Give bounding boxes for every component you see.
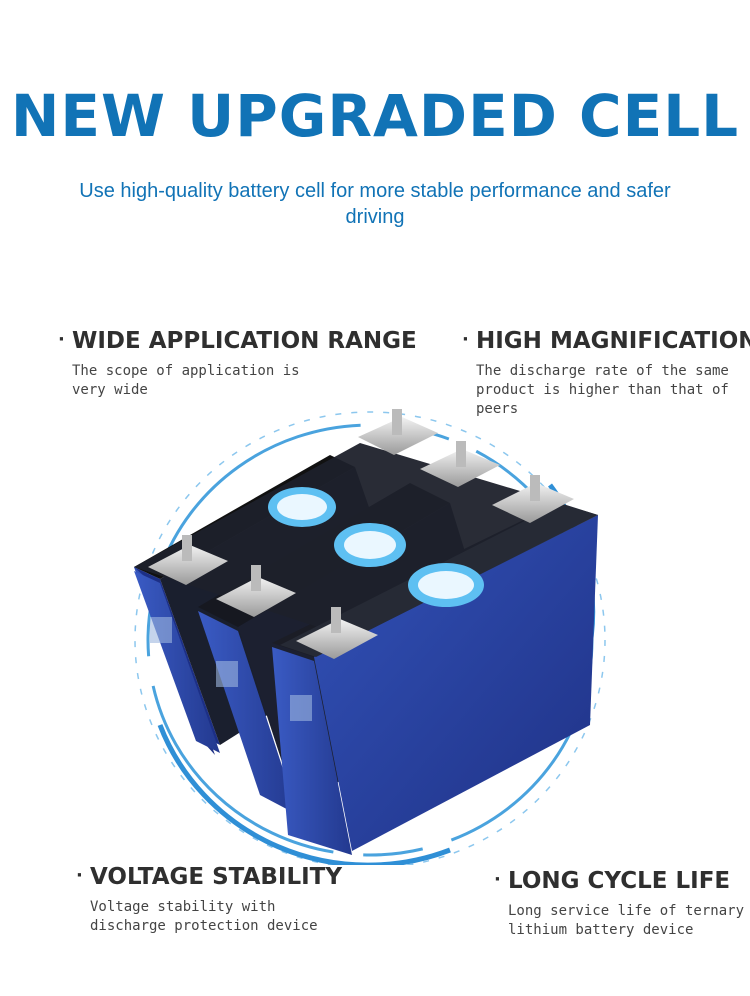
page-subtitle: Use high-quality battery cell for more s… bbox=[79, 180, 671, 228]
feature-description: Long service life of ternary lithium bat… bbox=[508, 903, 745, 938]
cell-label-sticker bbox=[150, 617, 172, 643]
battery-cells-image bbox=[134, 409, 606, 865]
vent bbox=[408, 563, 484, 607]
feature-long-cycle-life: · LONG CYCLE LIFE Long service life of te… bbox=[494, 868, 744, 940]
feature-description: Voltage stability with discharge protect… bbox=[90, 899, 318, 934]
page-title: NEW UPGRADED CELL bbox=[10, 82, 740, 150]
feature-wide-application: · WIDE APPLICATION RANGE The scope of app… bbox=[58, 328, 417, 400]
feature-title: HIGH MAGNIFICATION bbox=[476, 328, 750, 354]
feature-high-magnification: · HIGH MAGNIFICATION The discharge rate o… bbox=[462, 328, 750, 419]
bullet-dot-icon: · bbox=[76, 865, 83, 886]
bullet-dot-icon: · bbox=[494, 869, 501, 890]
terminal bbox=[358, 409, 438, 455]
vent bbox=[268, 487, 336, 527]
terminal bbox=[216, 565, 296, 617]
feature-voltage-stability: · VOLTAGE STABILITY Voltage stability wit… bbox=[76, 864, 342, 936]
cell-label-sticker bbox=[216, 661, 238, 687]
bullet-dot-icon: · bbox=[58, 329, 65, 350]
feature-description: The scope of application is very wide bbox=[72, 363, 300, 398]
feature-title: LONG CYCLE LIFE bbox=[508, 868, 731, 894]
terminal bbox=[148, 535, 228, 585]
terminal bbox=[296, 607, 378, 659]
terminal bbox=[492, 475, 574, 523]
feature-title: WIDE APPLICATION RANGE bbox=[72, 328, 417, 354]
feature-description: The discharge rate of the same product i… bbox=[476, 363, 729, 417]
terminal bbox=[420, 441, 500, 487]
feature-title: VOLTAGE STABILITY bbox=[90, 864, 343, 890]
bullet-dot-icon: · bbox=[462, 329, 469, 350]
vent bbox=[334, 523, 406, 567]
cell-label-sticker bbox=[290, 695, 312, 721]
